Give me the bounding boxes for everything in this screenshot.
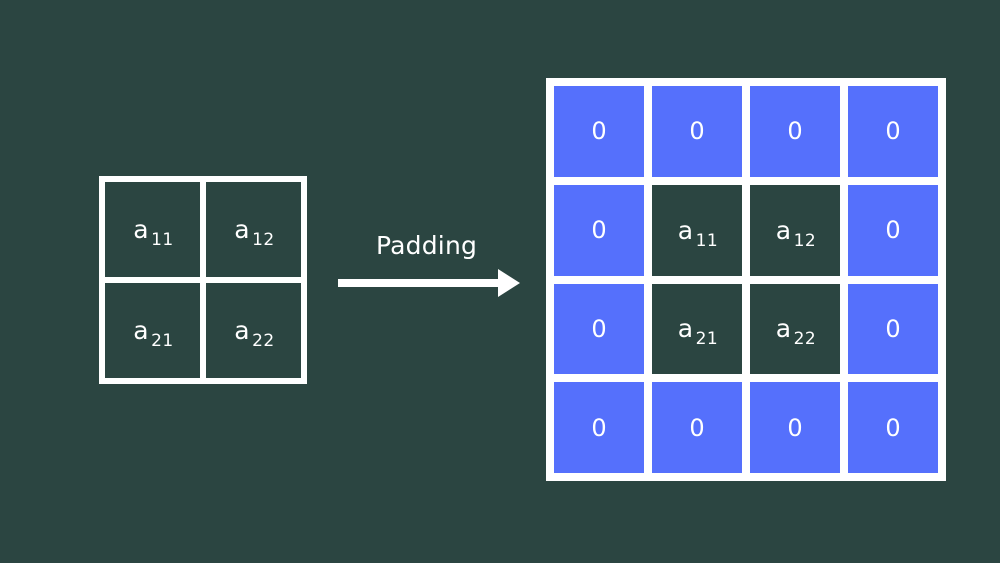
padded-matrix-cell-4-3: 0: [750, 382, 840, 473]
padded-matrix-cell-4-4: 0: [848, 382, 938, 473]
zero-value: 0: [885, 314, 901, 343]
zero-value: 0: [885, 117, 901, 146]
padded-matrix-cell-1-1: 0: [554, 86, 644, 177]
zero-value: 0: [689, 117, 705, 146]
element-subscript: 22: [793, 329, 817, 350]
element-subscript: 21: [151, 331, 174, 351]
element-base: a: [775, 215, 792, 245]
element-base: a: [677, 314, 694, 344]
padding-label: Padding: [376, 231, 478, 260]
padded-matrix-cell-3-1: 0: [554, 283, 644, 375]
padded-matrix-cell-3-4: 0: [848, 283, 938, 375]
zero-value: 0: [787, 117, 803, 146]
element-base: a: [775, 314, 792, 344]
zero-value: 0: [591, 413, 607, 442]
element-base: a: [234, 215, 251, 244]
padded-matrix-cell-2-4: 0: [848, 184, 938, 276]
zero-value: 0: [689, 413, 705, 442]
element-subscript: 21: [695, 329, 719, 350]
element-base: a: [234, 316, 251, 345]
padding-operation: Padding: [338, 232, 523, 300]
zero-value: 0: [787, 413, 803, 442]
padded-matrix-cell-4-2: 0: [652, 382, 742, 473]
element-subscript: 12: [252, 230, 275, 250]
padded-matrix-cell-2-1: 0: [554, 184, 644, 276]
element-subscript: 11: [151, 230, 174, 250]
zero-value: 0: [885, 413, 901, 442]
element-base: a: [133, 215, 150, 244]
padded-matrix-cell-1-2: 0: [652, 86, 742, 177]
element-base: a: [677, 215, 694, 245]
element-subscript: 12: [793, 230, 817, 251]
padded-matrix-cell-4-1: 0: [554, 382, 644, 473]
right-arrow-icon: [338, 269, 520, 297]
element-base: a: [133, 316, 150, 345]
zero-value: 0: [591, 117, 607, 146]
element-subscript: 11: [695, 230, 719, 251]
zero-value: 0: [885, 216, 901, 245]
zero-value: 0: [591, 314, 607, 343]
padded-matrix-cell-1-4: 0: [848, 86, 938, 177]
zero-value: 0: [591, 216, 607, 245]
element-subscript: 22: [252, 331, 275, 351]
padded-matrix-cell-1-3: 0: [750, 86, 840, 177]
